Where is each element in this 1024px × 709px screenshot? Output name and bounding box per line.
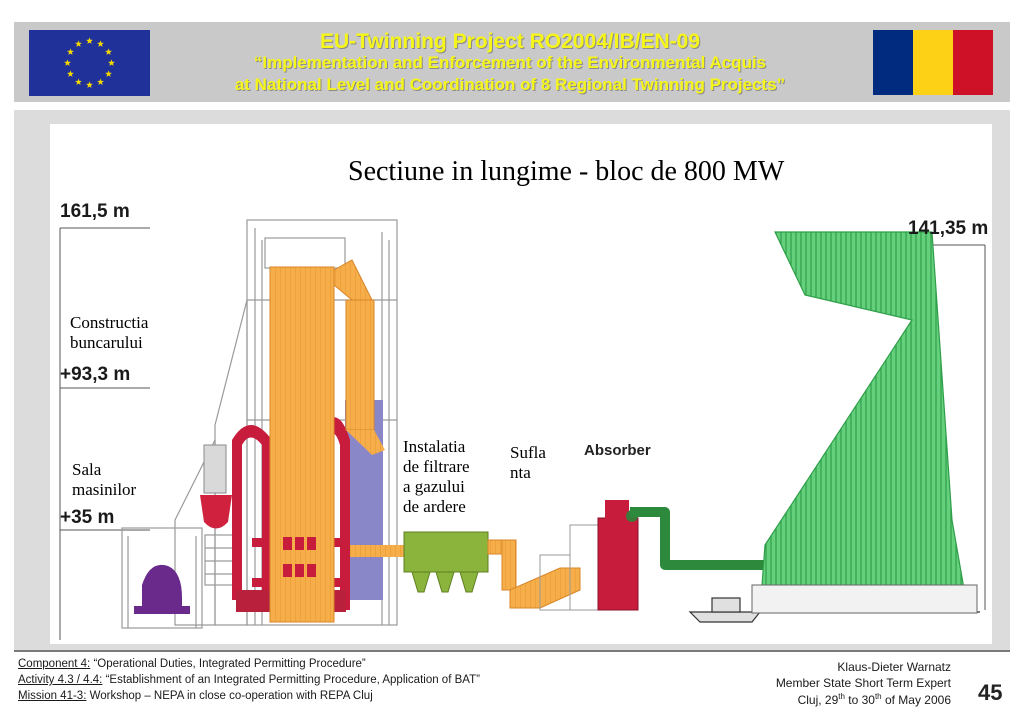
footer-role: Member State Short Term Expert (775, 676, 951, 690)
eu-star-icon (86, 37, 93, 44)
height-label-141: 141,35 m (908, 218, 989, 239)
height-label-35: +35 m (60, 507, 115, 528)
control-cabinet (204, 534, 236, 586)
fan-house-annex (539, 554, 571, 611)
turbine-casing (142, 564, 182, 612)
turbine-foundation (134, 606, 190, 614)
eu-star-icon (75, 78, 82, 85)
boiler-tower-body (269, 266, 335, 623)
ro-flag-yellow-band (913, 30, 953, 95)
height-label-161: 161,5 m (60, 201, 130, 222)
duct-drop (501, 539, 517, 591)
footer-activity-prefix: Activity 4.3 / 4.4: (18, 674, 103, 686)
footer-divider (14, 650, 1010, 652)
ro-flag-red-band (953, 30, 993, 95)
eu-star-icon (67, 48, 74, 55)
label-absorber: Absorber (584, 442, 651, 459)
flue-duct-column (345, 299, 375, 431)
label-turbine-hall: Sala masinilor (72, 460, 137, 499)
label-gas-filter: Instalatia de filtrare a gazului de arde… (403, 437, 470, 516)
flue-gas-filter (403, 531, 489, 593)
filter-housing (403, 531, 489, 573)
footer-activity-line: Activity 4.3 / 4.4: “Establishment of an… (18, 674, 480, 686)
duct-slope (509, 567, 581, 609)
header-project-subtitle-1: “Implementation and Enforcement of the E… (253, 53, 767, 72)
boiler-tower (269, 266, 335, 623)
footer-component-text: “Operational Duties, Integrated Permitti… (90, 658, 366, 670)
preheater-bulb (200, 495, 232, 529)
height-label-93: +93,3 m (60, 364, 131, 385)
turbine-hall-box (121, 527, 203, 629)
preheater (200, 444, 232, 529)
eu-star-icon (75, 40, 82, 47)
footer-mission-text: Workshop – NEPA in close co-operation wi… (86, 690, 373, 702)
slide-title: Sectiune in lungime - bloc de 800 MW (348, 156, 785, 187)
footer-mission-line: Mission 41-3: Workshop – NEPA in close c… (18, 690, 373, 702)
label-booster-fan: Sufla nta (510, 443, 546, 482)
pump-house (711, 597, 741, 613)
eu-star-icon (105, 70, 112, 77)
clean-gas-duct-pipe (630, 507, 850, 570)
height-reference-lines (59, 227, 986, 640)
eu-star-icon (64, 59, 71, 66)
frame-top-box (264, 237, 346, 269)
flue-gas-duct-upper (333, 259, 385, 455)
footer-activity-text: “Establishment of an Integrated Permitti… (102, 674, 480, 686)
boiler-windows (283, 537, 316, 577)
eu-star-icon (86, 81, 93, 88)
cooling-tower-basin (751, 584, 978, 614)
footer-author: Klaus-Dieter Warnatz (837, 660, 951, 674)
romania-flag (873, 30, 993, 95)
flue-duct-elbow (346, 430, 385, 455)
header-project-subtitle-2: at National Level and Coordination of 8 … (234, 75, 786, 94)
header-banner (14, 22, 1010, 102)
absorber-unit (597, 500, 639, 611)
duct-to-absorber (487, 539, 581, 609)
footer-mission-prefix: Mission 41-3: (18, 690, 87, 702)
boiler-left-leg (232, 425, 272, 610)
footer-date: Cluj, 29th to 30th of May 2006 (797, 692, 951, 707)
filter-hopper-1 (411, 571, 431, 593)
pump-base (688, 611, 762, 623)
filter-hopper-3 (459, 571, 479, 593)
eu-star-icon (105, 48, 112, 55)
duct-to-filter (350, 545, 405, 557)
eu-star-icon (97, 78, 104, 85)
eu-star-icon (108, 59, 115, 66)
absorber-top (605, 500, 629, 520)
absorber-body (597, 517, 639, 611)
eu-flag-stars (64, 37, 115, 88)
label-bunker-construction: Constructia buncarului (70, 313, 149, 352)
turbine-generator (134, 564, 190, 614)
footer-component-line: Component 4: “Operational Duties, Integr… (18, 658, 366, 670)
eu-star-icon (67, 70, 74, 77)
page-number: 45 (978, 680, 1003, 705)
preheater-column (203, 444, 227, 494)
header-project-title: EU-Twinning Project RO2004/IB/EN-09 (319, 30, 701, 53)
eu-flag (29, 30, 150, 96)
filter-hopper-2 (435, 571, 455, 593)
ro-flag-blue-band (873, 30, 913, 95)
eu-star-icon (97, 40, 104, 47)
footer-component-prefix: Component 4: (18, 658, 91, 670)
